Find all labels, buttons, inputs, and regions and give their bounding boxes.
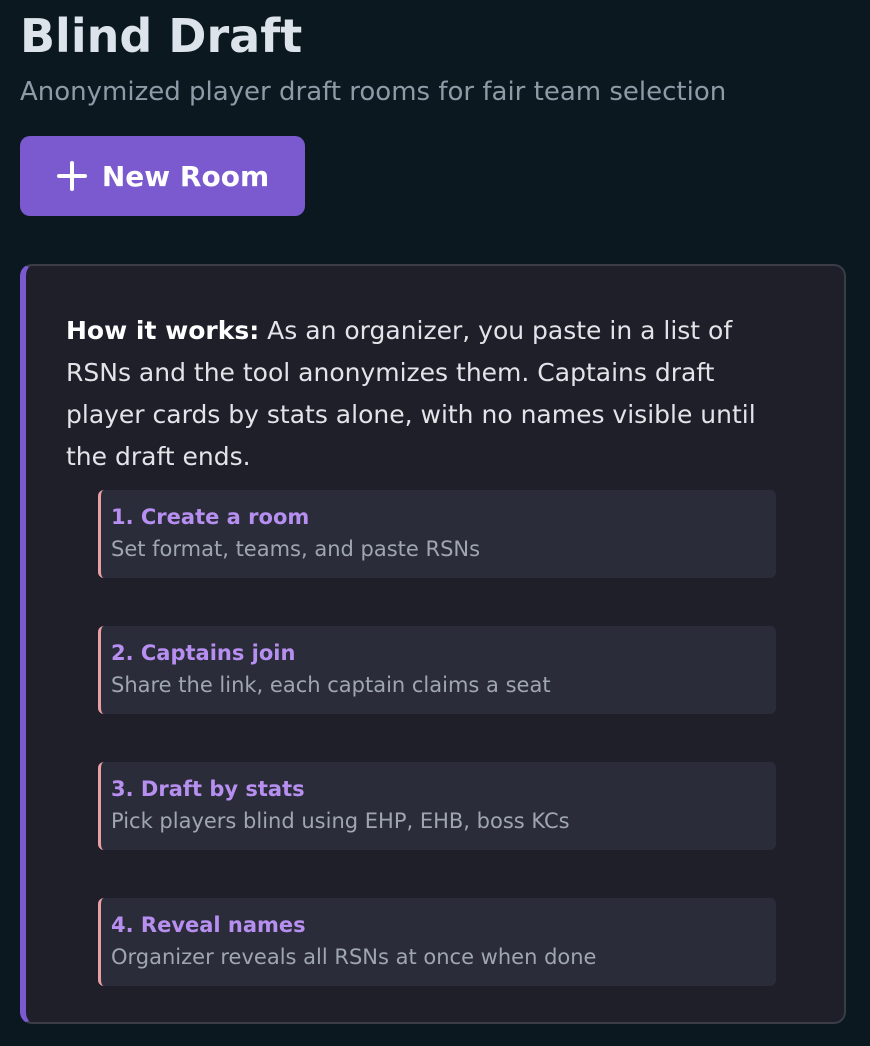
- step-title: 2. Captains join: [111, 641, 296, 665]
- how-it-works-label: How it works:: [66, 316, 260, 345]
- step-captains-join: 2. Captains join Share the link, each ca…: [98, 626, 776, 714]
- how-it-works-intro: How it works: As an organizer, you paste…: [66, 310, 786, 478]
- step-description: Pick players blind using EHP, EHB, boss …: [111, 809, 570, 833]
- step-reveal-names: 4. Reveal names Organizer reveals all RS…: [98, 898, 776, 986]
- new-room-label: New Room: [101, 159, 270, 193]
- new-room-button[interactable]: New Room: [20, 136, 305, 216]
- page-subtitle: Anonymized player draft rooms for fair t…: [20, 77, 727, 107]
- step-create-room: 1. Create a room Set format, teams, and …: [98, 490, 776, 578]
- step-description: Organizer reveals all RSNs at once when …: [111, 945, 597, 969]
- step-title: 4. Reveal names: [111, 913, 306, 937]
- step-title: 1. Create a room: [111, 505, 310, 529]
- plus-icon: [56, 160, 88, 192]
- step-draft-by-stats: 3. Draft by stats Pick players blind usi…: [98, 762, 776, 850]
- step-description: Share the link, each captain claims a se…: [111, 673, 551, 697]
- step-description: Set format, teams, and paste RSNs: [111, 537, 481, 561]
- how-it-works-text: As an organizer, you paste in a list of …: [66, 316, 756, 471]
- page-title: Blind Draft: [20, 9, 303, 63]
- step-title: 3. Draft by stats: [111, 777, 305, 801]
- how-it-works-card: How it works: As an organizer, you paste…: [20, 264, 846, 1024]
